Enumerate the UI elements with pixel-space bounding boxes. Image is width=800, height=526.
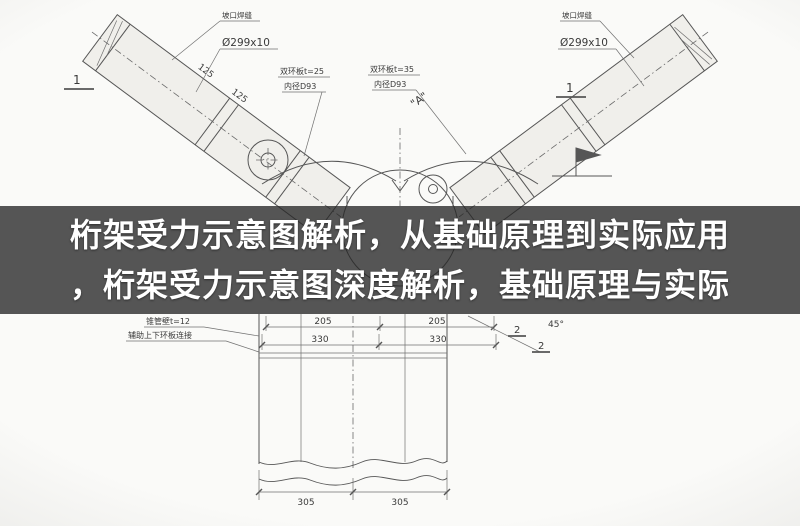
svg-text:1: 1	[73, 73, 81, 87]
detail-mark-a: "A"	[408, 90, 430, 111]
left-pipe: 125 125	[82, 14, 351, 235]
svg-text:330: 330	[311, 335, 328, 345]
angle-45: 45°	[548, 320, 564, 330]
angle-and-section-2: 45° 2 2	[467, 315, 564, 353]
flag-icon	[575, 147, 602, 176]
label-right-pipe: 坡口焊缝 Ø299x10	[558, 10, 645, 87]
svg-text:330: 330	[429, 335, 446, 345]
section-mark-1-left: 1	[64, 73, 94, 90]
title-overlay: 桁架受力示意图解析，从基础原理到实际应用 ，桁架受力示意图深度解析，基础原理与实…	[0, 206, 800, 314]
chord-column	[258, 314, 448, 486]
right-weld-note: 坡口焊缝	[562, 10, 592, 20]
note-ring-connection: 辅助上下环板连接	[126, 330, 260, 353]
svg-text:2: 2	[514, 325, 520, 336]
svg-text:205: 205	[314, 317, 331, 327]
dim-row-330: 330 330	[258, 334, 500, 350]
svg-text:305: 305	[297, 498, 314, 508]
right-pipe-spec: Ø299x10	[560, 37, 608, 49]
label-ring-right: 双环板t=35 内径D93 "A"	[368, 64, 467, 155]
left-pipe-spec: Ø299x10	[222, 37, 270, 49]
label-left-pipe: 坡口焊缝 Ø299x10	[171, 10, 278, 93]
ring-left-line1: 双环板t=25	[280, 66, 324, 76]
svg-text:锥管壁t=12: 锥管壁t=12	[146, 316, 190, 326]
ring-right-line1: 双环板t=35	[370, 64, 414, 74]
svg-text:305: 305	[391, 498, 408, 508]
dim-bottom-305: 305 305	[255, 470, 451, 508]
ring-left-line2: 内径D93	[284, 81, 316, 91]
left-weld-note: 坡口焊缝	[222, 10, 252, 20]
dim-row-205: 205 205	[262, 316, 498, 331]
note-wall-thickness: 锥管壁t=12	[144, 316, 260, 337]
title-line-2: ，桁架受力示意图深度解析，基础原理与实际	[69, 267, 730, 303]
svg-text:1: 1	[566, 81, 574, 95]
ring-right-line2: 内径D93	[374, 79, 406, 89]
section-mark-1-right: 1	[556, 81, 586, 98]
title-line-1: 桁架受力示意图解析，从基础原理到实际应用	[69, 217, 730, 253]
label-ring-left: 双环板t=25 内径D93	[278, 66, 330, 157]
svg-text:2: 2	[538, 341, 544, 352]
svg-text:辅助上下环板连接: 辅助上下环板连接	[128, 330, 192, 340]
svg-text:205: 205	[428, 317, 445, 327]
